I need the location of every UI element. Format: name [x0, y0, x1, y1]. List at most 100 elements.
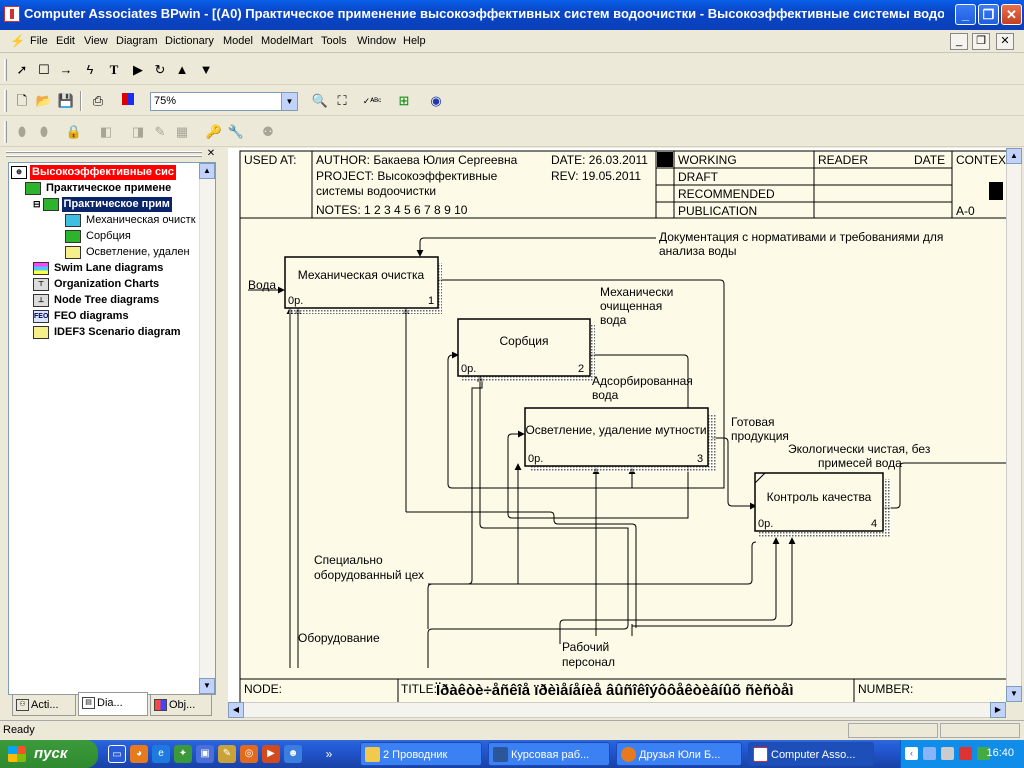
merge-icon[interactable]: ◨	[131, 124, 145, 139]
menu-file[interactable]: File	[30, 35, 48, 47]
label-equipment[interactable]: Оборудование	[298, 631, 380, 645]
open-folder-icon[interactable]: 📂	[35, 93, 53, 108]
label-product-2[interactable]: продукция	[731, 429, 789, 443]
keyboard-icon[interactable]	[941, 747, 954, 760]
grid-icon[interactable]: ▦	[175, 124, 189, 139]
arrow-documentation[interactable]	[416, 237, 656, 257]
spell-check-icon[interactable]: ✓ᴬᴮᶜ	[362, 96, 382, 106]
lock-icon[interactable]: 🔒	[65, 124, 83, 139]
arrow-adsorbed-water[interactable]	[507, 354, 689, 519]
language-icon[interactable]	[959, 747, 972, 760]
toolbar-grip[interactable]	[4, 59, 7, 81]
edit-icon[interactable]: ✎	[154, 124, 166, 139]
security-icon[interactable]	[977, 747, 990, 760]
zoom-select[interactable]: 75% ▼	[150, 92, 298, 111]
firefox-icon[interactable]: ◕	[130, 745, 148, 763]
label-product-1[interactable]: Готовая	[731, 415, 775, 429]
mdi-minimize-button[interactable]: _	[950, 33, 968, 50]
arrow-tool-icon[interactable]: →	[59, 62, 73, 77]
chevron-right-icon[interactable]: »	[325, 747, 333, 761]
tree-item-activity-1[interactable]: Механическая очистк	[65, 213, 198, 228]
pointer-tool-icon[interactable]: ➚	[16, 62, 28, 77]
tree-item-activity-2[interactable]: Сорбция	[65, 229, 133, 244]
refresh-icon[interactable]: ↻	[154, 62, 166, 77]
title-bar[interactable]: Computer Associates BPwin - [(A0) Практи…	[0, 0, 1024, 30]
go-down-icon[interactable]: ▼	[199, 62, 213, 77]
collapse-icon[interactable]: ⊟	[33, 199, 41, 210]
color-icon[interactable]	[118, 91, 138, 111]
player-icon[interactable]: ▶	[262, 745, 280, 763]
activity-box-3[interactable]: Осветление, удаление мутности 0р. 3	[524, 407, 716, 472]
label-documentation-2[interactable]: анализа воды	[659, 244, 736, 258]
canvas-vertical-scrollbar[interactable]: ▲ ▼	[1006, 148, 1022, 702]
tab-diagrams[interactable]: ▤Dia...	[78, 692, 148, 716]
arrow-mech-water[interactable]	[438, 279, 725, 489]
scroll-down-icon[interactable]: ▼	[1006, 686, 1022, 702]
label-workshop-1[interactable]: Специально	[314, 553, 383, 567]
scroll-down-icon[interactable]: ▼	[199, 678, 215, 694]
tree-scrollbar[interactable]: ▲ ▼	[199, 163, 215, 694]
menu-model[interactable]: Model	[223, 35, 253, 47]
network-icon[interactable]	[923, 747, 936, 760]
menu-edit[interactable]: Edit	[56, 35, 75, 47]
new-file-icon[interactable]: 🗋	[16, 93, 28, 108]
chevron-left-icon[interactable]: ‹	[905, 747, 918, 760]
menu-help[interactable]: Help	[403, 35, 426, 47]
arrow-clean-water[interactable]	[884, 462, 1006, 509]
tree-item-a0-selected[interactable]: ⊟Практическое прим	[33, 197, 172, 212]
users-icon[interactable]: ⚉	[262, 124, 274, 139]
chevron-down-icon[interactable]: ▼	[281, 93, 297, 110]
menu-window[interactable]: Window	[357, 35, 397, 47]
menu-diagram[interactable]: Diagram	[116, 35, 158, 47]
mdi-document-icon[interactable]: ⚡	[10, 34, 25, 48]
label-adsorbed-2[interactable]: вода	[592, 388, 619, 402]
activity-box-1[interactable]: Механическая очистка 0р. 1	[284, 256, 442, 314]
tab-objects[interactable]: Obj...	[150, 694, 212, 716]
arrow-equipment-box2[interactable]	[427, 375, 629, 668]
connect-icon[interactable]: ⬮	[17, 124, 27, 139]
save-icon[interactable]: 💾	[57, 93, 75, 108]
save-icon[interactable]: ▣	[196, 745, 214, 763]
panel-grip[interactable]	[6, 151, 202, 153]
diagram-canvas[interactable]: USED AT: AUTHOR: Бакаева Юлия Сергеевна …	[228, 148, 1006, 702]
task-explorer[interactable]: 2 Проводник	[360, 742, 482, 766]
media-icon[interactable]: ◎	[240, 745, 258, 763]
label-workshop-2[interactable]: оборудованный цех	[314, 568, 424, 582]
squiggle-tool-icon[interactable]: ϟ	[86, 62, 94, 77]
task-firefox[interactable]: Друзья Юли Б...	[616, 742, 742, 766]
menu-tools[interactable]: Tools	[321, 35, 347, 47]
tree-idef3-scenario[interactable]: IDEF3 Scenario diagram	[33, 325, 183, 340]
label-clean-water-1[interactable]: Экологически чистая, без	[788, 442, 931, 456]
tree-org-charts[interactable]: ⊤Organization Charts	[33, 277, 161, 292]
label-staff-1[interactable]: Рабочий	[562, 640, 609, 654]
label-adsorbed-1[interactable]: Адсорбированная	[592, 374, 693, 388]
menu-modelmart[interactable]: ModelMart	[261, 35, 313, 47]
close-icon[interactable]: ✕	[206, 148, 216, 159]
tools-icon[interactable]: 🔧	[227, 124, 245, 139]
print-icon[interactable]: ⎙	[92, 93, 104, 108]
scroll-up-icon[interactable]: ▲	[199, 163, 215, 179]
arrow-ready-product[interactable]	[712, 437, 757, 510]
arrow-workshop[interactable]	[427, 541, 757, 629]
label-mech-water-1[interactable]: Механически	[600, 285, 673, 299]
go-to-parent-icon[interactable]: ▲	[175, 62, 189, 77]
scroll-right-icon[interactable]: ▶	[990, 702, 1006, 718]
tool-icon[interactable]: ✎	[218, 745, 236, 763]
tab-activities[interactable]: ⚇Acti...	[12, 694, 76, 716]
modelmart-icon[interactable]: ◉	[430, 93, 442, 108]
task-bpwin[interactable]: Computer Asso...	[748, 742, 874, 766]
label-documentation[interactable]: Документация с нормативами и требованиям…	[659, 230, 943, 244]
canvas-horizontal-scrollbar[interactable]: ◀ ▶	[228, 702, 1006, 718]
start-button[interactable]: пуск	[0, 740, 98, 768]
text-tool-icon[interactable]: T	[109, 62, 119, 77]
mdi-restore-button[interactable]: ❐	[972, 33, 990, 50]
scroll-up-icon[interactable]: ▲	[1006, 148, 1022, 164]
activity-box-2[interactable]: Сорбция 0р. 2	[457, 318, 595, 382]
panel-grip[interactable]	[6, 155, 202, 157]
disconnect-icon[interactable]: ⬮	[39, 124, 49, 139]
ie-icon[interactable]: e	[152, 745, 170, 763]
label-water[interactable]: Вода	[248, 278, 276, 292]
task-word[interactable]: Курсовая раб...	[488, 742, 610, 766]
arrow-staff-box4[interactable]	[559, 537, 780, 644]
